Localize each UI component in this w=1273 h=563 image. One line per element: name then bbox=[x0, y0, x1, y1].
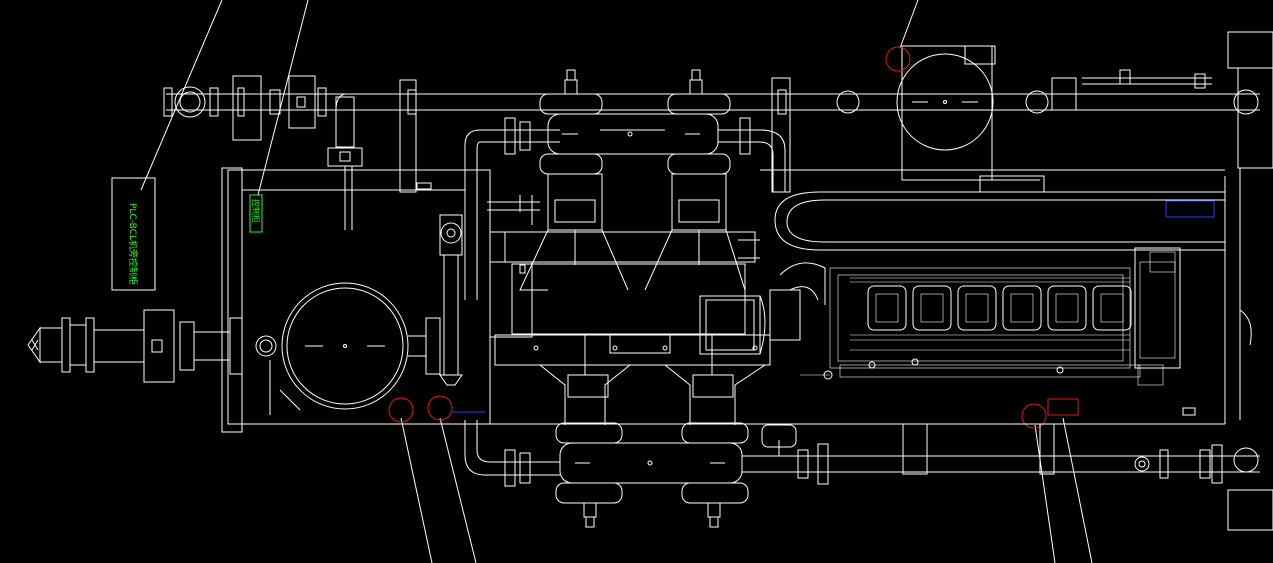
blue-marks bbox=[452, 200, 1215, 413]
top-right-tank bbox=[896, 45, 996, 181]
engine-duct bbox=[774, 175, 1226, 424]
control-box-label: 控制柜 bbox=[251, 199, 261, 223]
inner-structure bbox=[490, 129, 1225, 259]
vertical-filter bbox=[439, 214, 463, 386]
left-inlet-pipe bbox=[27, 309, 277, 383]
left-tank bbox=[281, 282, 441, 410]
bottom-cooler bbox=[555, 422, 749, 528]
left-skid-frame bbox=[221, 167, 1225, 433]
compressor-frame bbox=[489, 261, 771, 366]
engine-cylinders bbox=[867, 285, 1132, 331]
leader-lines bbox=[140, 0, 1093, 563]
control-box-note: 控制柜 bbox=[249, 194, 263, 233]
plc-cabinet-note: PLC-BCL机旁控制柜 bbox=[111, 177, 156, 291]
coupling bbox=[699, 262, 826, 355]
red-markers bbox=[388, 46, 1079, 429]
upper-cylinders bbox=[504, 173, 756, 291]
lower-cylinders bbox=[539, 335, 766, 425]
right-frame bbox=[1182, 31, 1273, 531]
engine-block bbox=[800, 247, 1181, 386]
bottom-pipeline bbox=[742, 423, 1260, 485]
left-loop-pipe bbox=[464, 117, 560, 487]
plc-cabinet-label: PLC-BCL机旁控制柜 bbox=[127, 203, 139, 285]
top-cooler bbox=[539, 69, 786, 192]
